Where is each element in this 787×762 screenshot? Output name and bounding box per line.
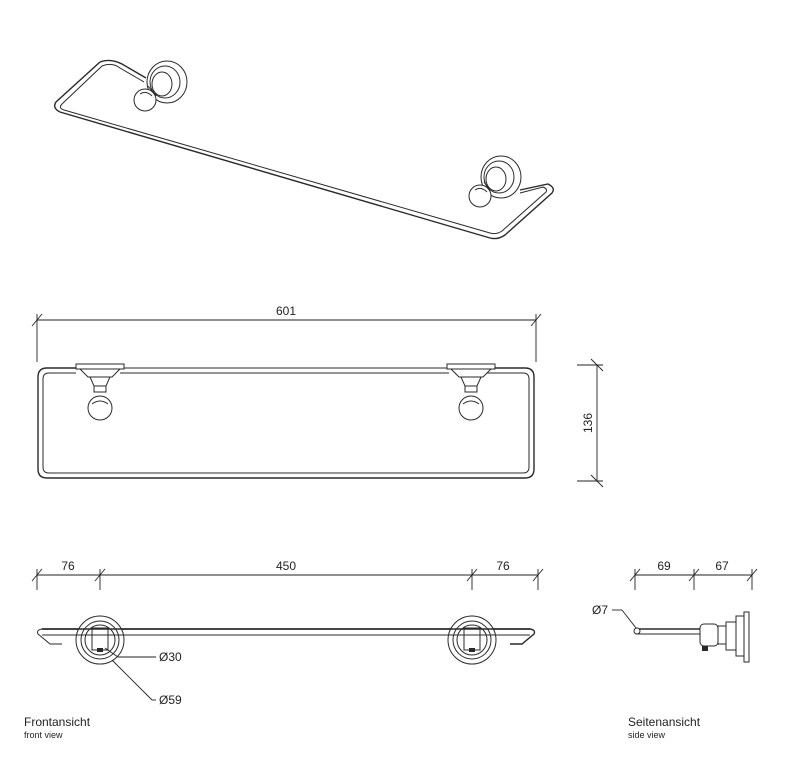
side-view: 69 67 Ø7 bbox=[592, 559, 758, 663]
side-view-title-de: Seitenansicht bbox=[628, 715, 701, 729]
side-wall-mount bbox=[699, 611, 750, 663]
front-view-title-en: front view bbox=[24, 730, 63, 740]
perspective-bracket-left bbox=[133, 60, 188, 112]
top-view: 601 136 bbox=[31, 304, 604, 488]
side-view-title-en: side view bbox=[628, 730, 666, 740]
diameter-label-30: Ø30 bbox=[159, 650, 182, 664]
dimension-601: 601 bbox=[31, 304, 542, 362]
dimension-label-67: 67 bbox=[715, 559, 729, 573]
dimension-chain-side: 69 67 bbox=[629, 559, 758, 590]
dimension-label-601: 601 bbox=[276, 304, 296, 318]
front-rosette-left bbox=[75, 615, 125, 665]
dimension-label-450: 450 bbox=[276, 559, 296, 573]
top-bracket-right bbox=[446, 363, 496, 421]
dimension-136: 136 bbox=[577, 358, 604, 488]
side-view-caption: Seitenansicht side view bbox=[628, 715, 700, 741]
dimension-label-69: 69 bbox=[657, 559, 671, 573]
dimension-chain-front: 76 450 76 bbox=[31, 559, 544, 590]
front-rosette-right bbox=[447, 615, 497, 665]
front-view: 76 450 76 bbox=[31, 559, 544, 707]
diameter-label-7: Ø7 bbox=[592, 603, 608, 617]
diameter-leaders: Ø30 Ø59 bbox=[104, 647, 182, 707]
dimension-label-right-76: 76 bbox=[496, 559, 510, 573]
diameter-label-59: Ø59 bbox=[159, 693, 182, 707]
perspective-bracket-right bbox=[468, 155, 522, 208]
dimension-label-136: 136 bbox=[581, 413, 595, 433]
dimension-label-left-76: 76 bbox=[61, 559, 75, 573]
front-view-caption: Frontansicht front view bbox=[24, 715, 90, 741]
perspective-view bbox=[53, 59, 555, 240]
top-bracket-left bbox=[75, 363, 125, 421]
front-view-title-de: Frontansicht bbox=[24, 715, 91, 729]
